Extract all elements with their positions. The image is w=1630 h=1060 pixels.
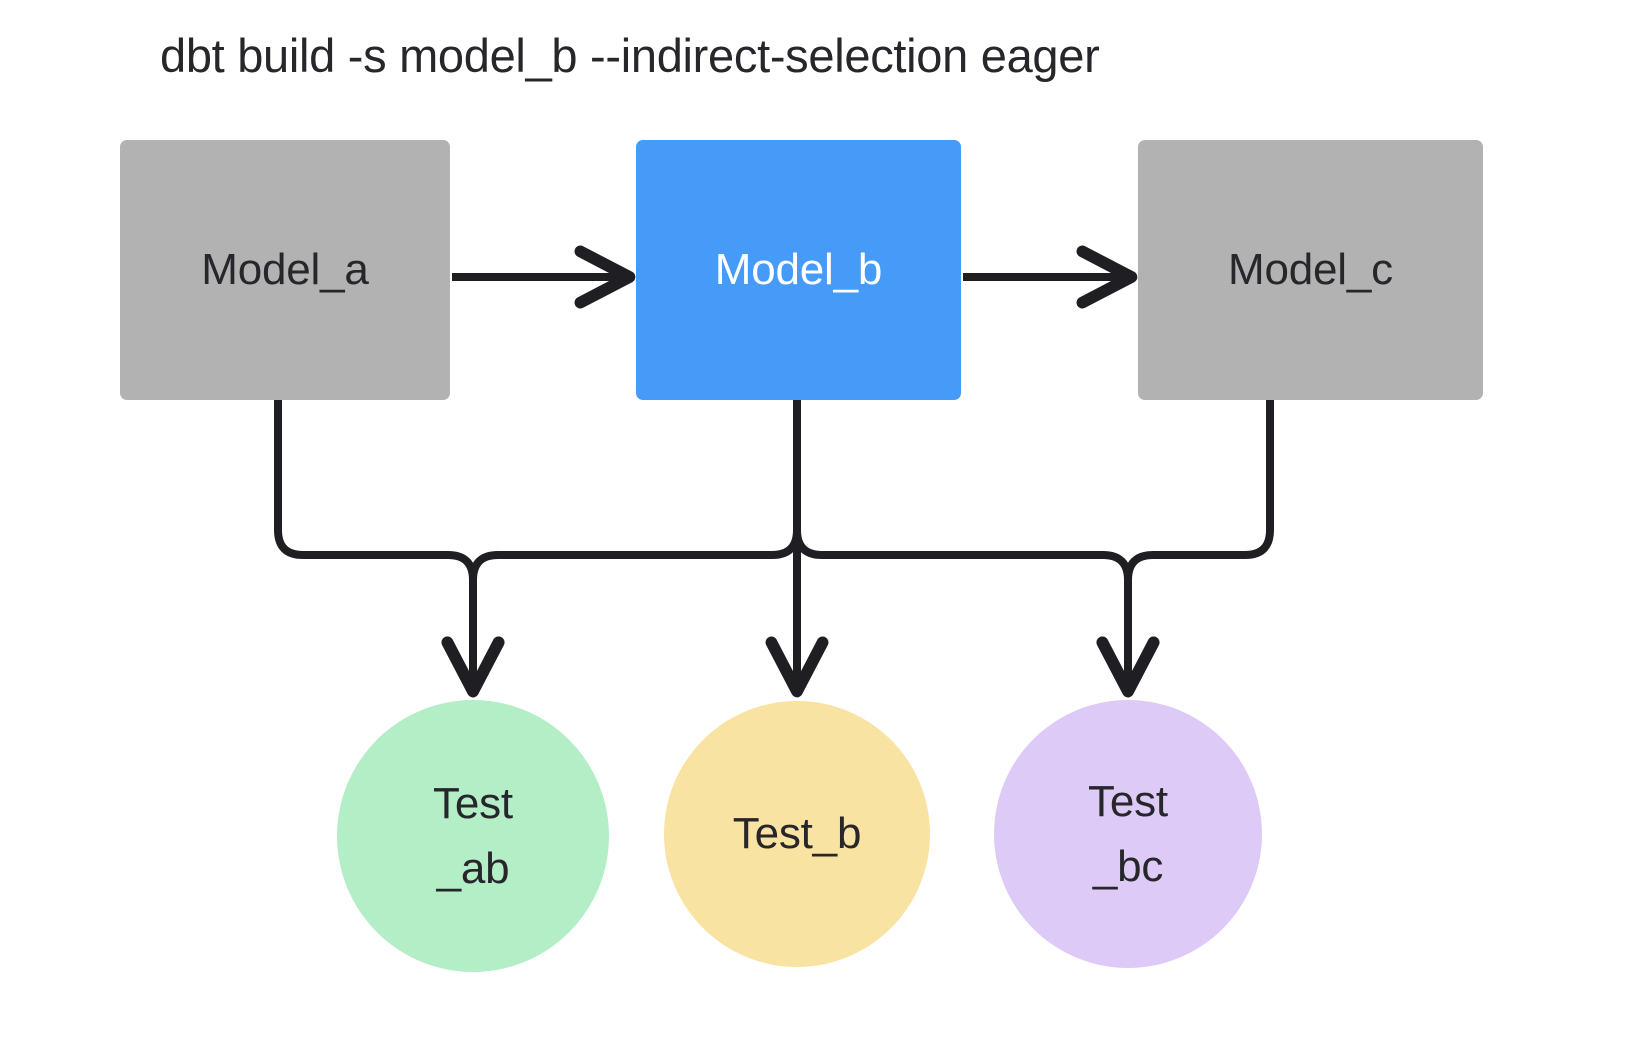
node-model-c-label: Model_c <box>1228 245 1393 294</box>
node-test-b-label-line1: Test_b <box>732 809 862 859</box>
node-model-c[interactable]: Model_c <box>1138 140 1483 400</box>
node-test-bc-label-line1: Test <box>1088 776 1168 826</box>
node-test-ab-label-line1: Test <box>433 778 513 828</box>
node-test-bc-label-line2: _bc <box>1092 842 1164 891</box>
page-title: dbt build -s model_b --indirect-selectio… <box>160 29 1100 82</box>
node-model-b[interactable]: Model_b <box>636 140 961 400</box>
node-model-a[interactable]: Model_a <box>120 140 450 400</box>
node-test-ab-label-line2: _ab <box>436 844 510 893</box>
edge-model-b-to-test-bc <box>793 400 1160 698</box>
node-test-ab[interactable]: Test _ab <box>337 700 609 972</box>
edge-model-c-to-test-bc <box>1096 400 1274 698</box>
node-model-b-label: Model_b <box>714 245 883 294</box>
edge-model-a-to-test-ab <box>274 400 505 698</box>
node-test-b[interactable]: Test_b <box>664 701 930 967</box>
node-model-a-label: Model_a <box>201 245 369 294</box>
node-test-bc[interactable]: Test _bc <box>994 700 1262 968</box>
edge-model-b-to-test-ab <box>441 400 801 698</box>
